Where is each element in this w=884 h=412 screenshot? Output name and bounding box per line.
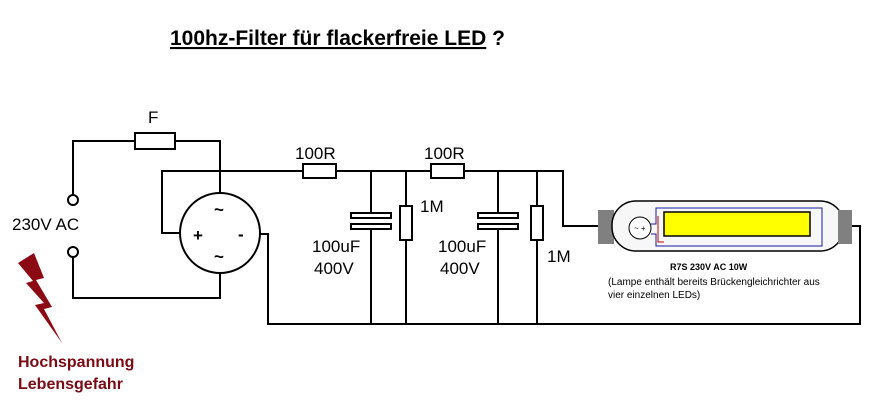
resistor-1-label: 100R xyxy=(295,144,336,163)
wire-fuse-bridge xyxy=(175,140,221,193)
title-text: 100hz-Filter für flackerfreie LED xyxy=(170,27,486,50)
supply-terminal-bottom xyxy=(67,246,79,258)
lamp-note-line-2: vier einzelnen LEDs) xyxy=(608,290,700,301)
wire-negative-rail xyxy=(260,225,861,325)
wire-supply-bottom xyxy=(72,257,221,299)
bleeder-resistor-2 xyxy=(530,205,544,241)
wire-bridge-plus xyxy=(161,170,303,234)
lightning-bolt-icon xyxy=(18,253,62,343)
bridge-rectifier xyxy=(179,192,261,274)
title-suffix: ? xyxy=(486,27,505,50)
lamp-cap-left xyxy=(598,210,614,244)
capacitor-1-value: 100uF xyxy=(312,237,360,256)
title: 100hz-Filter für flackerfreie LED ? xyxy=(170,27,505,50)
bleeder-2-label: 1M xyxy=(547,247,571,266)
wires xyxy=(72,140,861,325)
fuse-label: F xyxy=(148,108,158,127)
wire-supply-top xyxy=(72,140,135,195)
bridge-plus-label: + xyxy=(193,226,203,245)
warning-line-2: Lebensgefahr xyxy=(18,376,123,393)
supply-terminal-top xyxy=(67,194,79,206)
resistor-2-label: 100R xyxy=(424,144,465,163)
r7s-lamp: ~ + xyxy=(598,200,852,252)
lamp-cap-right xyxy=(838,210,852,244)
lamp-bridge-rectifier xyxy=(628,216,652,240)
lamp-note-line-1: (Lampe enthält bereits Brückengleichrich… xyxy=(608,277,820,288)
bleeder-1-label: 1M xyxy=(420,197,444,216)
lamp-inner-wire-red xyxy=(657,216,664,243)
resistor-1 xyxy=(302,163,337,179)
fuse-symbol xyxy=(134,132,176,150)
capacitor-1-voltage: 400V xyxy=(314,259,354,278)
bleeder-resistor-1 xyxy=(399,205,413,241)
bridge-ac-top-label: ~ xyxy=(214,200,224,219)
bridge-ac-bottom-label: ~ xyxy=(214,247,224,266)
wire-r2-lamp xyxy=(464,170,598,227)
warning-line-1: Hochspannung xyxy=(18,354,134,371)
bridge-minus-label: - xyxy=(238,225,244,244)
capacitor-2 xyxy=(477,212,519,230)
lamp-inner-wire-top xyxy=(651,207,823,247)
lamp-type-label: R7S 230V AC 10W xyxy=(670,262,748,272)
supply-label: 230V AC xyxy=(12,215,79,234)
lamp-bridge-glyphs: ~ + xyxy=(634,224,646,233)
capacitor-2-voltage: 400V xyxy=(440,259,480,278)
capacitor-1 xyxy=(350,212,392,230)
capacitor-2-value: 100uF xyxy=(438,237,486,256)
resistor-2 xyxy=(430,163,465,179)
led-strip xyxy=(663,211,811,237)
